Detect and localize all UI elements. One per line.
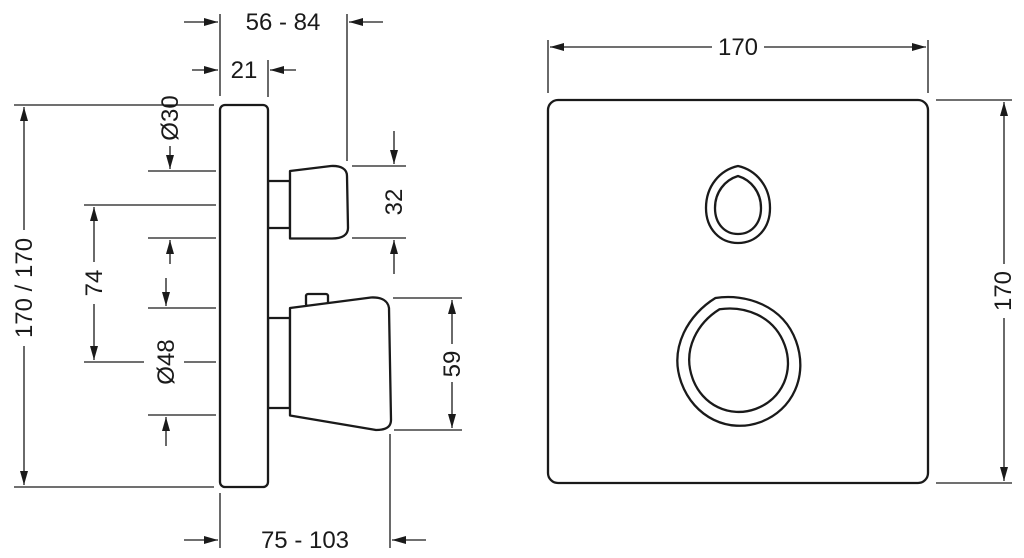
bottom-knob: [676, 295, 802, 427]
bottom-knob-inner: [688, 307, 790, 414]
dim-top-range: 56 - 84: [184, 9, 383, 161]
dim-top-handle-height: 32: [352, 131, 408, 274]
dim-label-bottom-handle-diameter: Ø48: [153, 339, 180, 384]
dim-label-overall-height: 170 / 170: [11, 238, 38, 338]
dim-bottom-handle-diameter: Ø48: [148, 278, 216, 446]
dim-label-front-width: 170: [718, 34, 758, 61]
dim-bottom-handle-height: 59: [393, 297, 466, 431]
dim-overall-height: 170 / 170: [11, 104, 214, 488]
dim-label-top-range: 56 - 84: [246, 9, 321, 36]
dim-front-width: 170: [547, 34, 929, 93]
dim-label-top-handle-height: 32: [381, 189, 408, 216]
wall-plate-side: [218, 103, 270, 489]
top-handle-grip: [288, 164, 350, 240]
dim-label-bottom-handle-height: 59: [439, 351, 466, 378]
dim-label-plate-depth: 21: [231, 57, 258, 84]
top-knob: [704, 164, 772, 245]
bottom-handle-grip: [288, 296, 393, 432]
dim-label-top-handle-diameter: Ø30: [157, 95, 184, 140]
dim-label-handle-spacing: 74: [81, 270, 108, 297]
bottom-handle-neck: [266, 316, 292, 410]
dim-bottom-range: 75 - 103: [184, 434, 426, 554]
dim-label-bottom-range: 75 - 103: [261, 527, 349, 554]
dim-handle-spacing: 74: [81, 204, 216, 363]
dim-front-height: 170: [936, 99, 1017, 484]
dim-top-handle-diameter: Ø30: [148, 95, 216, 264]
top-knob-inner: [713, 174, 763, 236]
side-view: [218, 103, 393, 489]
front-plate: [546, 98, 930, 485]
front-view: [546, 98, 930, 485]
dim-label-front-height: 170: [990, 271, 1017, 311]
top-handle-neck: [266, 179, 292, 230]
dim-plate-depth: 21: [192, 57, 296, 97]
